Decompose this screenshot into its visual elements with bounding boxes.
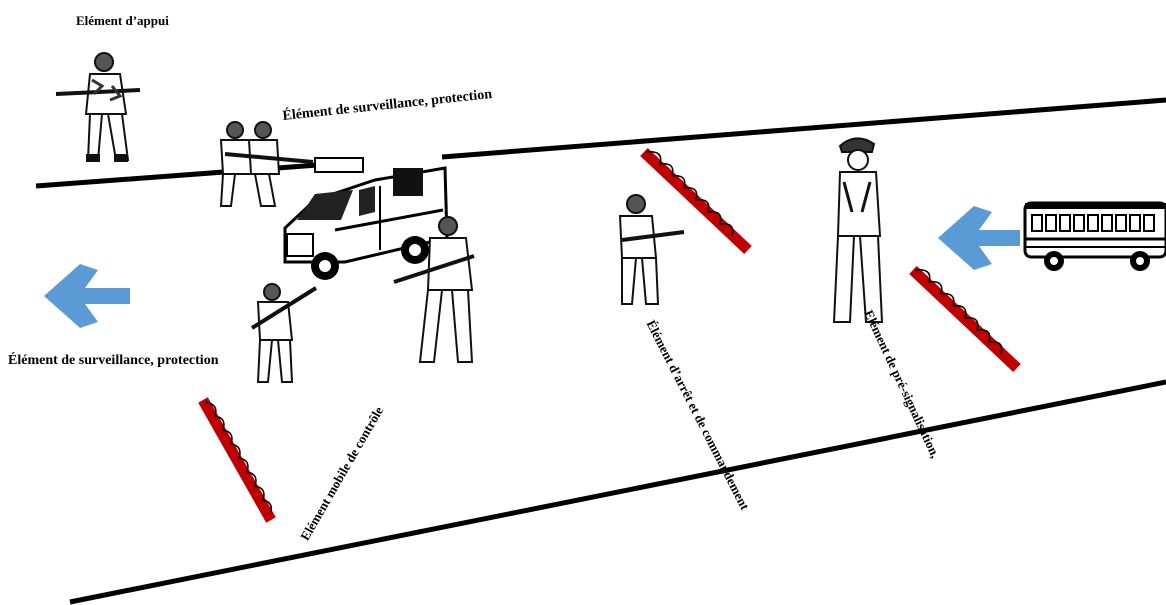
spike-strip-icon xyxy=(913,270,1017,368)
label-surveillance-left: Élément de surveillance, protection xyxy=(8,354,219,368)
soldier-icon xyxy=(195,118,315,213)
soldier-icon xyxy=(602,192,687,312)
soldier-icon xyxy=(390,212,490,372)
barrier-pre-signal xyxy=(905,262,1030,377)
spike-strip-icon xyxy=(203,400,271,520)
label-support: Elément d’appui xyxy=(76,14,169,27)
bus-icon xyxy=(1022,195,1166,277)
officer-icon xyxy=(822,132,892,332)
soldier-icon xyxy=(238,280,318,390)
arrow-out-icon xyxy=(40,258,135,333)
road-edge-top-right xyxy=(442,100,1166,157)
soldier-icon xyxy=(52,50,152,175)
barrier-mobile xyxy=(195,392,285,527)
arrow-in-icon xyxy=(934,200,1024,275)
